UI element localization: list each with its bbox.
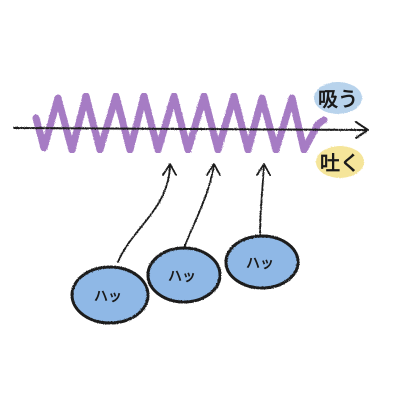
exhale-highlight [316, 146, 364, 178]
bubble-2: ハッ [146, 246, 222, 304]
bubble-1: ハッ [70, 265, 150, 325]
bubble-2-text: ハッ [168, 269, 196, 285]
exhale-label: 吐く [320, 151, 360, 175]
pointer-arrowhead-1 [162, 163, 177, 176]
pointer-arrow-2 [183, 165, 215, 249]
inhale-highlight [314, 82, 362, 114]
bubble-3: ハッ [224, 234, 300, 290]
pointer-arrows [117, 163, 271, 263]
pointer-arrowhead-3 [256, 163, 271, 176]
pointer-arrow-1 [117, 165, 171, 263]
breathing-wave [32, 92, 328, 154]
bubble-2-shape [146, 246, 222, 304]
bubble-1-shape [70, 265, 150, 325]
pointer-arrowhead-2 [206, 163, 221, 176]
pointer-arrow-3 [259, 165, 265, 237]
bubble-3-shape [224, 234, 300, 290]
bubble-3-text: ハッ [246, 256, 274, 272]
bubble-1-text: ハッ [94, 289, 122, 305]
time-axis-arrow [13, 121, 369, 139]
inhale-label: 吸う [318, 87, 358, 111]
